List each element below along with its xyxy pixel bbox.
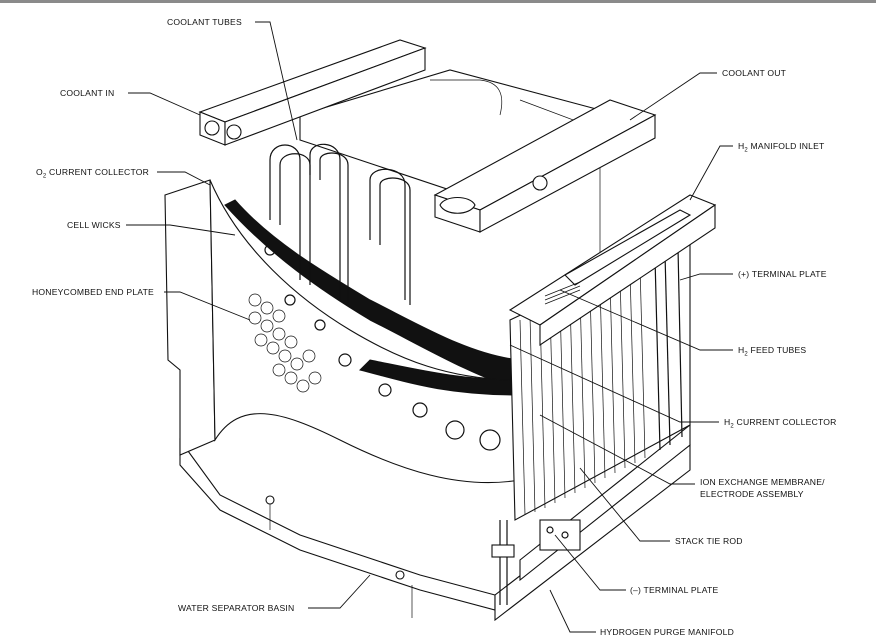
label-h2-feed-sub: 2 (744, 351, 748, 358)
label-h2-current-suffix: CURRENT COLLECTOR (733, 417, 837, 427)
label-o2-prefix: O (36, 167, 43, 177)
label-coolant-out: COOLANT OUT (722, 68, 787, 78)
coolant-in-manifold (198, 39, 427, 146)
label-cell-wicks: CELL WICKS (67, 220, 121, 230)
label-h2-current-collector: H2 CURRENT COLLECTOR (724, 417, 837, 430)
label-h2-current-prefix: H (724, 417, 731, 427)
label-h2-manifold-sub: 2 (744, 147, 748, 154)
label-coolant-in: COOLANT IN (60, 88, 115, 98)
label-hydrogen-purge-manifold: HYDROGEN PURGE MANIFOLD (600, 627, 734, 637)
label-h2-feed-tubes: H2 FEED TUBES (738, 345, 807, 358)
label-ion-exchange-line1: ION EXCHANGE MEMBRANE/ (700, 477, 825, 487)
label-h2-feed-prefix: H (738, 345, 745, 355)
label-h2-manifold-prefix: H (738, 141, 745, 151)
window-top-border (0, 0, 876, 3)
label-honeycombed-end-plate: HONEYCOMBED END PLATE (32, 287, 154, 297)
label-h2-current-sub: 2 (730, 423, 734, 430)
honeycomb-cells (248, 293, 322, 393)
label-water-separator-basin: WATER SEPARATOR BASIN (178, 603, 295, 613)
label-stack-tie-rod: STACK TIE ROD (675, 536, 743, 546)
label-plus-terminal-plate: (+) TERMINAL PLATE (738, 269, 827, 279)
label-coolant-tubes: COOLANT TUBES (167, 17, 242, 27)
end-plate-shape (164, 179, 521, 484)
coolant-tubes (269, 143, 411, 305)
label-o2-sub: 2 (42, 173, 47, 180)
h2-manifold-inlet-shape (508, 194, 717, 347)
label-o2-suffix: CURRENT COLLECTOR (46, 167, 150, 177)
label-ion-exchange-line2: ELECTRODE ASSEMBLY (700, 489, 804, 499)
label-o2-current-collector: O2 CURRENT COLLECTOR (36, 167, 150, 180)
leader-lines (126, 21, 733, 633)
label-h2-manifold-suffix: MANIFOLD INLET (747, 141, 825, 151)
tie-rods (491, 519, 581, 605)
label-minus-terminal-plate: (–) TERMINAL PLATE (630, 585, 719, 595)
label-h2-manifold-inlet: H2 MANIFOLD INLET (738, 141, 825, 154)
coolant-out-manifold (433, 99, 657, 233)
label-h2-feed-suffix: FEED TUBES (747, 345, 807, 355)
